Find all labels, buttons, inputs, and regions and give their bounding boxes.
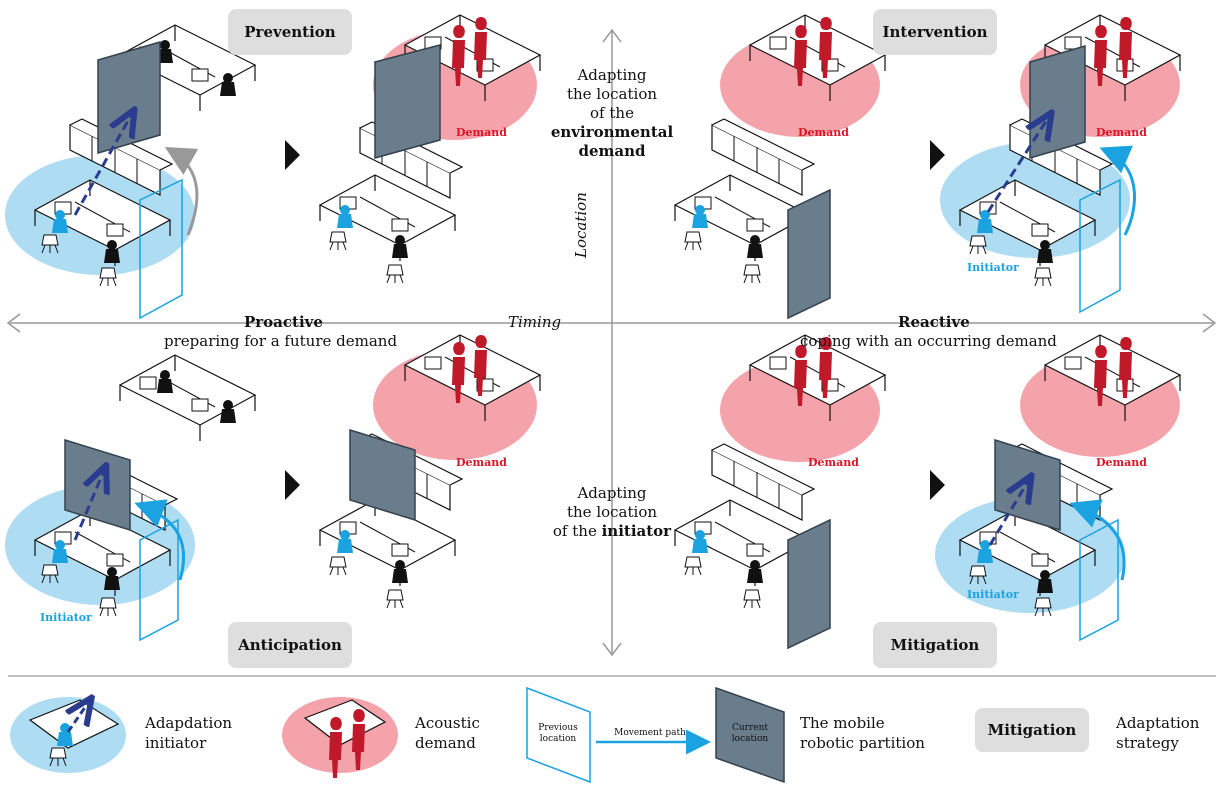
legend-current-line2: location — [731, 734, 769, 744]
strategy-mitigation: Mitigation — [873, 622, 997, 668]
axes — [6, 28, 1217, 657]
center-bottom-line3: of the initiator — [538, 522, 686, 541]
scene-anticipation-after — [319, 334, 541, 609]
initiator-tag-intervention: Initiator — [967, 261, 1019, 274]
legend-demand-label: Acoustic demand — [415, 713, 480, 753]
legend-initiator-icon — [10, 697, 126, 773]
scene-anticipation-before — [5, 354, 256, 642]
scene-mitigation-before — [674, 334, 886, 650]
center-top-line1: Adapting — [577, 66, 647, 84]
center-top-line5: demand — [578, 142, 646, 160]
center-top-line3: of the — [590, 104, 634, 122]
legend-demand-line2: demand — [415, 734, 476, 752]
legend-strategy-line1: Adaptation — [1116, 714, 1200, 732]
proactive-title: Proactive — [244, 313, 323, 331]
demand-tag-anticipation: Demand — [456, 456, 507, 469]
legend-movement-path: Movement path — [614, 728, 686, 738]
demand-tag-intervention-before: Demand — [798, 126, 849, 139]
legend-strategy-label: Adaptation strategy — [1116, 713, 1199, 753]
legend-partition-line2: robotic partition — [800, 734, 925, 752]
legend-strategy-line2: strategy — [1116, 734, 1179, 752]
scene-intervention-before — [674, 14, 886, 320]
demand-tag-mitigation-after: Demand — [1096, 456, 1147, 469]
reactive-title: Reactive — [898, 313, 970, 331]
proactive-subtitle: preparing for a future demand — [164, 332, 398, 350]
demand-tag-mitigation-before: Demand — [808, 456, 859, 469]
strategy-anticipation: Anticipation — [228, 622, 352, 668]
legend-previous-location: Previous location — [530, 723, 586, 745]
legend-current-location: Current location — [722, 723, 778, 745]
demand-tag-intervention-after: Demand — [1096, 126, 1147, 139]
legend-partition-icons — [526, 686, 785, 784]
center-bottom-line1: Adapting — [577, 484, 647, 502]
scene-prevention-after — [319, 14, 541, 284]
center-top-line2: the location — [566, 85, 658, 103]
location-label: Location — [572, 192, 590, 258]
legend-partition-label: The mobile robotic partition — [800, 713, 925, 753]
legend-initiator-line2: initiator — [145, 734, 207, 752]
strategy-intervention: Intervention — [873, 9, 997, 55]
center-bottom-bold: initiator — [601, 522, 672, 540]
center-top-text: Adapting the location of the environment… — [548, 66, 676, 161]
timing-label: Timing — [508, 313, 562, 331]
scene-intervention-after — [940, 14, 1181, 314]
center-bottom-line2: the location — [566, 503, 658, 521]
scene-prevention-before — [5, 24, 256, 320]
legend-previous-line1: Previous — [538, 723, 578, 733]
demand-tag-prevention: Demand — [456, 126, 507, 139]
legend-demand-line1: Acoustic — [415, 714, 480, 732]
scene-mitigation-after — [935, 334, 1181, 642]
initiator-tag-anticipation: Initiator — [40, 611, 92, 624]
center-bottom-prefix: of the — [552, 522, 602, 540]
center-bottom-text: Adapting the location of the initiator — [538, 484, 686, 541]
strategy-prevention: Prevention — [228, 9, 352, 55]
initiator-tag-mitigation: Initiator — [967, 588, 1019, 601]
legend-demand-icon — [282, 697, 398, 778]
legend-strategy-example: Mitigation — [975, 708, 1089, 752]
legend-previous-line2: location — [539, 734, 577, 744]
legend-initiator-label: Adapdation initiator — [145, 713, 232, 753]
reactive-subtitle: coping with an occurring demand — [800, 332, 1057, 350]
legend-current-line1: Current — [731, 723, 769, 733]
transition-arrows — [285, 140, 945, 500]
center-top-line4: environmental — [550, 123, 674, 141]
legend-initiator-line1: Adapdation — [145, 714, 233, 732]
legend-partition-line1: The mobile — [800, 714, 885, 732]
